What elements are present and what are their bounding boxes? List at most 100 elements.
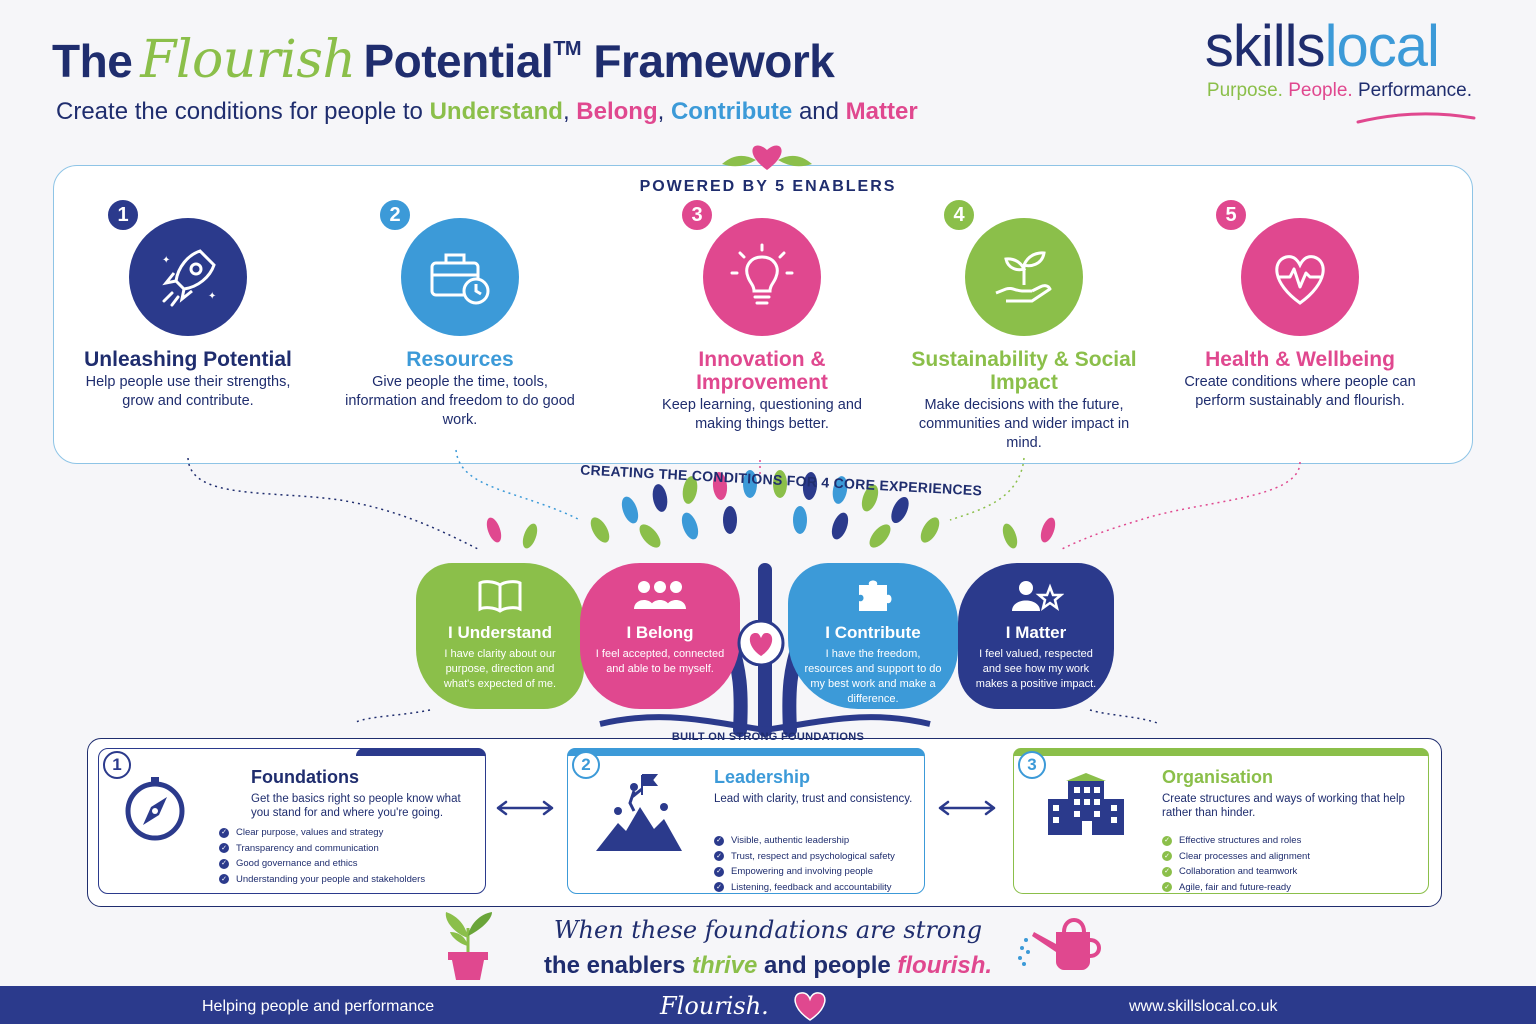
svg-text:✦: ✦	[208, 291, 216, 302]
subtitle-comma: ,	[562, 98, 570, 125]
foundation-point: ✓ Understanding your people and stakehold…	[219, 872, 425, 888]
foundation-point-text: Collaboration and teamwork	[1179, 866, 1298, 877]
check-icon: ✓	[714, 866, 724, 877]
experience-description: I have clarity about our purpose, direct…	[443, 648, 557, 690]
foundation-point: ✓Clear purpose, values and strategy	[219, 825, 425, 841]
title-flourish: Flourish	[140, 30, 356, 90]
experience-name: I Belong	[626, 623, 694, 642]
enabler-innovation[interactable]: 3 Innovation & Improvement Keep learning…	[642, 196, 882, 434]
foundation-point: ✓ Clear processes and alignment	[1162, 849, 1310, 865]
foundation-point-text: Visible, authentic leadership	[731, 835, 850, 846]
foundation-card-foundations[interactable]: 1 Foundations Get the basics right so pe…	[98, 748, 486, 894]
closing-text: the enablers	[543, 952, 686, 979]
experience-i-belong[interactable]: I Belong I feel accepted, connected and …	[580, 563, 740, 709]
enabler-icon-circle	[703, 218, 821, 336]
foundation-point-text: Trust, respect and psychological safety	[731, 850, 895, 862]
experience-i-contribute[interactable]: I Contribute I have the freedom, resourc…	[788, 563, 958, 709]
check-icon: ✓	[714, 851, 724, 862]
check-icon: ✓	[1162, 851, 1172, 862]
watering-can-icon	[1018, 918, 1101, 970]
foundations-heading: BUILT ON STRONG FOUNDATIONS	[671, 731, 865, 743]
enabler-sustainability[interactable]: 4 Sustainability & Social Impact Make de…	[904, 196, 1144, 453]
enabler-health-wellbeing[interactable]: 5 Health & Wellbeing Create conditions w…	[1180, 196, 1420, 411]
puzzle-icon	[859, 580, 892, 611]
foundation-point: ✓ Visible, authentic leadership	[714, 833, 895, 849]
lightbulb-icon	[730, 243, 794, 305]
closing-flourish: flourish.	[897, 952, 993, 979]
foundation-point-text: Listening, feedback and accountability	[731, 881, 892, 893]
enabler-description: Make decisions with the future, communit…	[918, 397, 1130, 451]
closing-line-2: the enablers thrive and people flourish.	[0, 952, 1536, 980]
double-arrow-icon	[938, 800, 996, 816]
experience-description: I feel accepted, connected and able to b…	[595, 648, 725, 675]
logo-swoosh-icon	[1356, 112, 1476, 124]
people-group-icon	[634, 581, 686, 609]
check-icon: ✓	[1162, 866, 1172, 877]
title-potential: Potential	[363, 35, 554, 87]
logo-tag-performance: Performance.	[1357, 80, 1472, 101]
enabler-icon-circle: ✦✦	[129, 218, 247, 336]
foundation-card-leadership[interactable]: 2 Leadership Lead with clarity, trust an…	[567, 748, 925, 894]
check-icon: ✓	[1162, 882, 1172, 893]
enabler-description: Keep learning, questioning and making th…	[662, 397, 862, 432]
foundation-card-organisation[interactable]: 3 Organisation Create structures and way…	[1013, 748, 1429, 894]
experience-name: I Understand	[448, 623, 552, 642]
double-arrow-icon	[496, 800, 554, 816]
enabler-name: Sustainability & Social Impact	[911, 348, 1137, 394]
enabler-number: 1	[106, 198, 140, 232]
foundation-point: ✓ Trust, respect and psychological safety	[714, 849, 895, 865]
building-icon	[1048, 773, 1124, 835]
experience-name: I Contribute	[825, 623, 921, 642]
logo-word-local: local	[1324, 14, 1440, 79]
foundation-point: ✓Good governance and ethics	[219, 856, 425, 872]
foundation-point-text: Transparency and communication	[236, 842, 379, 854]
check-icon: ✓	[219, 874, 229, 885]
foundation-point-text: Agile, fair and future-ready	[1179, 881, 1291, 893]
enabler-name: Unleashing Potential	[84, 348, 292, 371]
foundation-point: ✓ Listening, feedback and accountability	[714, 880, 895, 896]
page-subtitle: Create the conditions for people to Unde…	[56, 98, 918, 126]
experience-description: I have the freedom, resources and suppor…	[804, 648, 942, 705]
experience-description: I feel valued, respected and see how my …	[975, 648, 1097, 690]
trademark: TM	[553, 38, 582, 60]
footer-website-link[interactable]: www.skillslocal.co.uk	[1129, 998, 1278, 1015]
foundation-point: ✓ Effective structures and roles	[1162, 833, 1310, 849]
foundation-number: 2	[572, 751, 600, 779]
enabler-name: Resources	[406, 348, 514, 371]
compass-icon	[125, 777, 185, 841]
closing-line-1: When these foundations are strong	[553, 916, 983, 944]
enabler-resources[interactable]: 2 Resources Give people the time, tools,…	[340, 196, 580, 430]
enabler-number: 5	[1214, 198, 1248, 232]
check-icon: ✓	[714, 835, 724, 846]
enabler-number: 3	[680, 198, 714, 232]
foundation-number: 1	[103, 751, 131, 779]
heart-pulse-icon	[1275, 255, 1325, 305]
enabler-icon-circle	[401, 218, 519, 336]
foundation-number: 3	[1018, 751, 1046, 779]
foundation-point-text: Good governance and ethics	[236, 858, 358, 869]
experience-i-understand[interactable]: I Understand I have clarity about our pu…	[416, 563, 584, 709]
enabler-unleashing-potential[interactable]: 1 ✦✦ Unleashing Potential Help people us…	[68, 196, 308, 411]
check-icon: ✓	[1162, 835, 1172, 846]
foundation-point-text: Clear purpose, values and strategy	[236, 827, 384, 838]
check-icon: ✓	[714, 882, 724, 893]
enabler-icon-circle	[965, 218, 1083, 336]
footer-flourish: Flourish.	[660, 992, 769, 1020]
enabler-name: Health & Wellbeing	[1205, 348, 1395, 371]
foundation-name: Leadership	[714, 767, 811, 787]
heart-leaves-icon	[722, 145, 812, 170]
title-framework: Framework	[593, 35, 835, 87]
foundation-point-text: Clear processes and alignment	[1179, 850, 1310, 862]
foundation-description: Lead with clarity, trust and consistency…	[714, 793, 913, 805]
footer-heart-icon	[794, 992, 826, 1021]
enabler-description: Create conditions where people can perfo…	[1184, 374, 1416, 409]
skillslocal-logo[interactable]: skillslocal Purpose. People. Performance…	[1205, 14, 1476, 124]
check-icon: ✓	[219, 843, 229, 854]
foundation-name: Foundations	[251, 767, 359, 787]
toolbox-clock-icon	[430, 253, 490, 305]
experience-i-matter[interactable]: I Matter I feel valued, respected and se…	[958, 563, 1114, 709]
foundation-point-text: Understanding your people and stakeholde…	[236, 873, 426, 885]
foundation-point-text: Effective structures and roles	[1179, 835, 1302, 846]
closing-text: and people	[764, 952, 891, 979]
